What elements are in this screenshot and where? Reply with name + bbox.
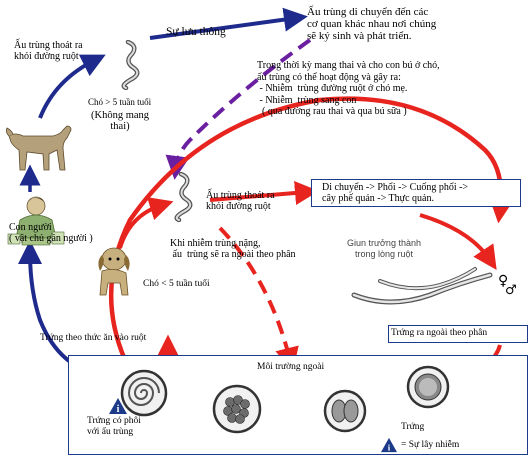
label-larva-migrate: Ấu trùng di chuyển đến các cơ quan khác …: [307, 6, 436, 42]
label-larva-exit-top: Ấu trùng thoát ra khỏi đường ruột: [14, 40, 83, 62]
label-pregnancy-note: Trong thời kỳ mang thai và cho con bú ở …: [257, 60, 440, 118]
label-environment: Môi trường ngoài: [257, 362, 324, 373]
infection-triangle-icon: i: [380, 437, 398, 453]
arrow-dog-to-larva: [40, 60, 95, 118]
larva-icon: [165, 172, 197, 222]
label-not-pregnant: (Không mang thai): [91, 110, 149, 132]
adult-worms-icon: [350, 265, 500, 311]
label-legend-infection: = Sự lây nhiễm: [401, 440, 459, 451]
egg-icon: [406, 365, 450, 409]
egg-segmented-icon: [323, 389, 367, 433]
label-adult-worms: Giun trưởng thành trong lòng ruột: [347, 238, 421, 260]
info-glyph: i: [117, 404, 120, 415]
label-circulation: Sự lưu thông: [166, 27, 226, 38]
label-migration: Di chuyển -> Phổi -> Cuống phổi -> cây p…: [322, 182, 468, 204]
egg-morula-icon: [211, 384, 263, 434]
label-embryonated-egg: Trứng có phôi với ấu trùng: [87, 416, 141, 438]
label-larva-exit-mid: Ấu trùng thoát ra khỏi đường ruột: [206, 190, 275, 212]
infection-triangle-icon: i: [108, 397, 128, 415]
label-human-host: Con người ( vật chủ gần người ): [9, 222, 93, 244]
label-dog-under-5-weeks: Chó < 5 tuần tuổi: [143, 279, 210, 290]
larva-icon: [112, 40, 144, 90]
label-egg: Trứng: [401, 422, 424, 433]
dog-adult-icon: [5, 118, 73, 176]
label-dog-over-5-weeks: Chó > 5 tuần tuổi: [88, 97, 151, 108]
puppy-icon: [88, 243, 138, 299]
arrow-migration-to-adults: [420, 215, 490, 260]
label-heavy-infection: Khi nhiễm trùng nặng, ấu trùng sẽ ra ngo…: [170, 238, 296, 260]
label-eggs-in-feces: Trứng ra ngoài theo phân: [391, 328, 487, 339]
arrow-big-red-arc: [111, 99, 501, 360]
male-symbol: ♂: [505, 285, 517, 296]
label-eggs-via-food: Trứng theo thức ăn vào ruột: [40, 333, 146, 344]
